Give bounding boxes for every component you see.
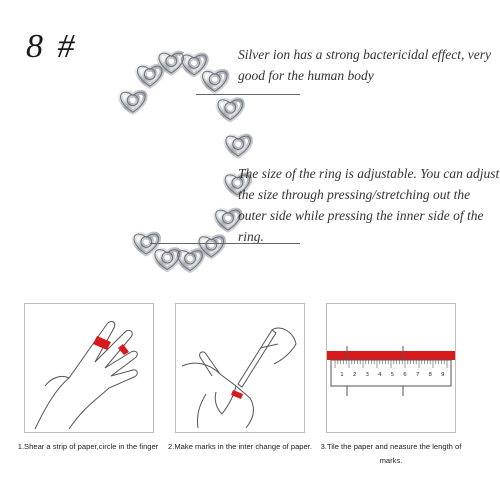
ruler-number: 1 — [340, 372, 344, 378]
heart-link — [225, 135, 251, 157]
ruler-icon: 1 2 3 4 5 6 7 8 9 — [327, 346, 455, 396]
hand-wrap-icon — [34, 320, 138, 430]
knot-loop — [184, 252, 196, 265]
knot-loop — [161, 251, 174, 264]
silver-note: Silver ion has a strong bactericidal eff… — [238, 47, 491, 83]
heart-link — [120, 91, 146, 113]
heart-link — [215, 209, 241, 231]
ruler-number: 7 — [416, 372, 420, 378]
heart-link — [224, 174, 250, 196]
adjustable-note: The size of the ring is adjustable. You … — [238, 166, 500, 244]
heart-link — [217, 99, 243, 121]
heart-link — [202, 70, 228, 92]
heart-link — [137, 65, 163, 87]
knot-loop — [165, 55, 178, 68]
size-label: 8 # — [26, 28, 78, 65]
step2-panel — [175, 303, 305, 433]
paper-strip — [327, 351, 455, 360]
ruler-number: 3 — [365, 372, 369, 378]
leader-line — [196, 94, 300, 95]
step3-panel: 1 2 3 4 5 6 7 8 9 — [326, 303, 456, 433]
ruler-number: 5 — [391, 372, 395, 378]
ring-image — [70, 30, 300, 300]
heart-link — [181, 54, 207, 76]
knot-loop — [143, 68, 156, 81]
knot-loop — [224, 101, 237, 114]
step3-caption: 3.Tile the paper and neasure the length … — [320, 442, 462, 465]
knot-loop — [231, 176, 244, 189]
knot-loop — [140, 236, 153, 248]
knot-loop — [188, 56, 200, 69]
ruler-number: 6 — [403, 372, 407, 378]
step1-panel — [24, 303, 154, 433]
ruler-number: 4 — [378, 372, 382, 378]
knot-loop — [205, 238, 218, 251]
heart-link — [154, 249, 180, 271]
heart-link — [158, 52, 184, 74]
pen-mark-icon — [181, 327, 297, 429]
celtic-heart-ring-icon — [118, 50, 253, 274]
knot-loop — [208, 73, 221, 86]
heart-link — [177, 250, 203, 272]
ruler-number: 9 — [441, 372, 445, 378]
knot-loop — [126, 94, 139, 107]
ruler-number: 2 — [353, 372, 357, 378]
knot-loop — [222, 212, 234, 225]
leader-line — [150, 243, 300, 244]
heart-link — [198, 236, 224, 258]
knot-loop — [232, 138, 245, 150]
ruler-number: 8 — [428, 372, 432, 378]
step1-caption: 1.Shear a strip of paper,circle in the f… — [17, 442, 159, 451]
step2-caption: 2.Make marks in the inter change of pape… — [168, 442, 312, 451]
